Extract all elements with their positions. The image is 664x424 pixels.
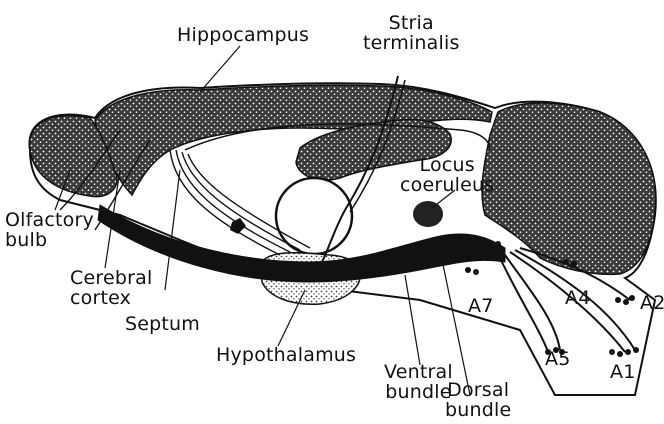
cell-dot-a2: [615, 297, 621, 303]
cell-dot-a4: [563, 259, 569, 265]
anterior-commissure-circle: [276, 178, 352, 254]
cell-dot-a1: [625, 349, 631, 355]
label-olfactory-line2: bulb: [5, 230, 94, 250]
label-a4: A4: [565, 288, 591, 308]
label-a1: A1: [610, 362, 636, 382]
septal-fibre: [170, 150, 280, 255]
cell-dot-a7: [473, 269, 479, 275]
label-locus-line2: coeruleus: [400, 175, 494, 195]
label-a2: A2: [640, 293, 664, 313]
label-stria-terminalis: Stria terminalis: [363, 13, 460, 53]
cell-dot-a4: [571, 261, 577, 267]
cell-dot-a1: [633, 347, 639, 353]
label-dorsal-line2: bundle: [445, 400, 511, 420]
label-ventral-bundle: Ventral bundle: [384, 362, 453, 402]
label-ventral-line1: Ventral: [384, 362, 453, 382]
locus-coeruleus-nucleus: [413, 201, 443, 227]
label-hypothalamus: Hypothalamus: [216, 345, 356, 365]
label-a5: A5: [545, 349, 571, 369]
cerebellum-region: [482, 103, 656, 274]
label-cortex-line1: Cerebral: [70, 268, 152, 288]
label-locus-line1: Locus: [400, 155, 494, 175]
label-olfactory-bulb: Olfactory bulb: [5, 210, 94, 250]
cell-dot-a1: [617, 351, 623, 357]
cell-dot-a1: [609, 349, 615, 355]
label-stria-line2: terminalis: [363, 33, 460, 53]
label-stria-line1: Stria: [363, 13, 460, 33]
cell-dot-a6: [495, 241, 501, 247]
label-cortex-line2: cortex: [70, 288, 152, 308]
label-a6: A6: [480, 252, 495, 264]
septal-cell-cluster: [230, 218, 246, 234]
label-locus-coeruleus: Locus coeruleus: [400, 155, 494, 195]
pointer-septum: [165, 170, 180, 290]
label-hippocampus: Hippocampus: [177, 25, 309, 45]
label-septum: Septum: [125, 314, 200, 334]
pointer-ventral: [405, 275, 420, 365]
cell-dot-a2: [623, 299, 629, 305]
label-dorsal-bundle: Dorsal bundle: [445, 380, 511, 420]
label-cerebral-cortex: Cerebral cortex: [70, 268, 152, 308]
descending-fibre: [505, 255, 560, 350]
cell-dot-a2: [629, 295, 635, 301]
label-dorsal-line1: Dorsal: [445, 380, 511, 400]
cell-dot-a7: [465, 267, 471, 273]
label-ventral-line2: bundle: [384, 382, 453, 402]
label-a7: A7: [468, 296, 494, 316]
label-olfactory-line1: Olfactory: [5, 210, 94, 230]
